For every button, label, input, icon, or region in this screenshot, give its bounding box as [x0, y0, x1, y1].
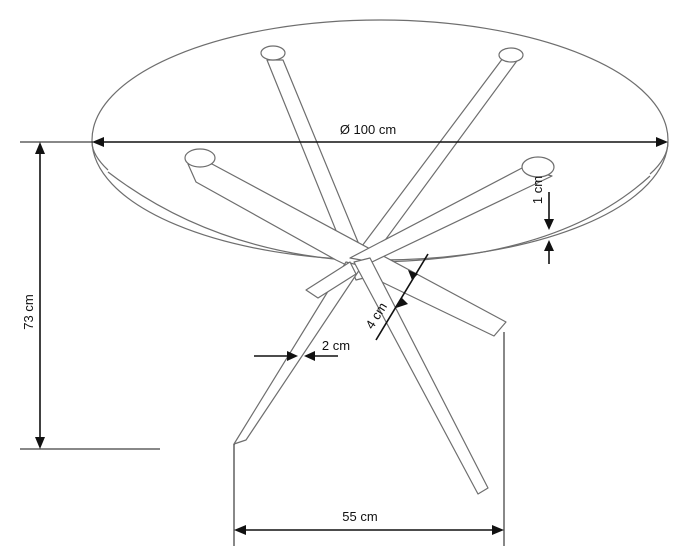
arrow-head — [35, 437, 45, 449]
arrow-head — [396, 298, 408, 308]
arrow-head — [234, 525, 246, 535]
leg-cap — [498, 47, 524, 63]
leg-depth-line — [375, 253, 429, 341]
arrow-head — [304, 351, 315, 361]
leg-front-right — [349, 167, 553, 263]
arrow-head — [287, 351, 298, 361]
arrowheads — [35, 137, 668, 535]
arrow-head — [92, 137, 104, 147]
diameter-label: Ø 100 cm — [340, 122, 396, 137]
leg-front-left — [187, 163, 507, 337]
leg-width-label: 2 cm — [322, 338, 350, 353]
leg-lower-left — [233, 261, 363, 445]
arrow-head — [408, 270, 418, 280]
leg-cap — [184, 148, 216, 168]
arrow-head — [656, 137, 668, 147]
table-top-edge — [649, 141, 669, 175]
height-label: 73 cm — [21, 294, 36, 329]
leg-cap — [521, 156, 555, 178]
arrow-head — [492, 525, 504, 535]
leg-lower-back — [305, 261, 357, 299]
arrow-head — [35, 142, 45, 154]
arrow-head — [544, 219, 554, 230]
table-top-edge — [91, 141, 109, 171]
base-width-label: 55 cm — [342, 509, 377, 524]
arrow-head — [544, 240, 554, 251]
table-legs — [184, 45, 555, 495]
leg-lower-right — [353, 257, 489, 495]
thickness-label: 1 cm — [530, 176, 545, 204]
leg-cap — [260, 45, 286, 61]
